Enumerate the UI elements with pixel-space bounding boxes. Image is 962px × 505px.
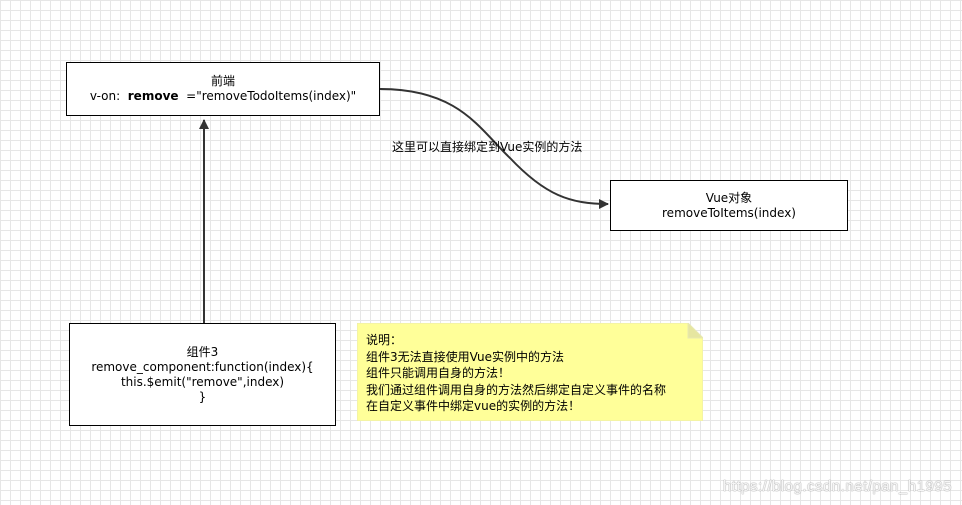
- vue-method: removeToItems(index): [662, 205, 796, 220]
- component-emit-call: this.$emit("remove",index): [120, 374, 285, 389]
- note-line: 组件3无法直接使用Vue实例中的方法: [366, 349, 565, 364]
- vue-object-node: Vue对象 removeToItems(index): [610, 180, 848, 231]
- component-closing-brace: }: [198, 389, 207, 404]
- frontend-title: 前端: [210, 74, 235, 88]
- note: 说明： 组件3无法直接使用Vue实例中的方法 组件只能调用自身的方法！ 我们通过…: [357, 323, 703, 421]
- note-line: 在自定义事件中绑定vue的实例的方法！: [366, 399, 581, 413]
- frontend-node: 前端 v-on: remove ="removeTodoItems(index)…: [66, 62, 380, 116]
- note-line: 说明：: [366, 333, 403, 347]
- vue-title: Vue对象: [705, 190, 753, 205]
- note-line: 组件只能调用自身的方法！: [366, 366, 511, 380]
- component-method-signature: remove_component:function(index){: [91, 359, 314, 374]
- component-title: 组件3: [186, 344, 219, 359]
- edge-label: 这里可以直接绑定到Vue实例的方法: [392, 140, 583, 154]
- note-text: 说明： 组件3无法直接使用Vue实例中的方法 组件只能调用自身的方法！ 我们通过…: [366, 332, 666, 415]
- watermark: https://blog.csdn.net/pan_h1995: [722, 478, 952, 495]
- frontend-directive: v-on: remove ="removeTodoItems(index)": [90, 89, 356, 104]
- directive-prefix: v-on:: [89, 89, 128, 103]
- component-node: 组件3 remove_component:function(index){ th…: [69, 323, 336, 426]
- connector-frontend-to-vue: [379, 88, 609, 209]
- note-line: 我们通过组件调用自身的方法然后绑定自定义事件的名称: [366, 382, 667, 397]
- note-shape: [357, 323, 703, 421]
- directive-event-name: remove: [127, 89, 179, 103]
- directive-handler: ="removeTodoItems(index)": [178, 89, 357, 103]
